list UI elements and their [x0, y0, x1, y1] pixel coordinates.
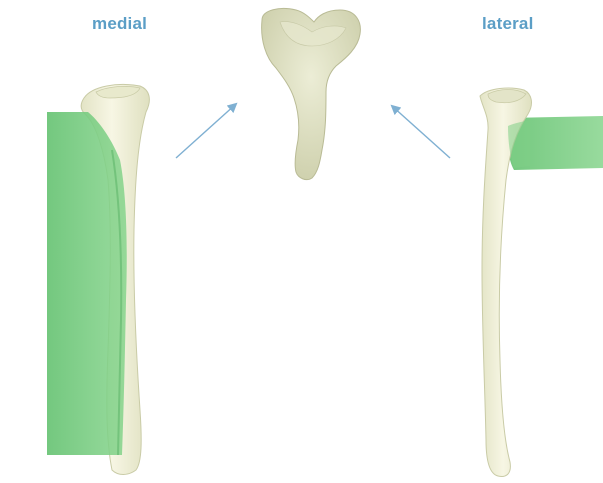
arrow-medial-to-superior	[176, 104, 236, 158]
label-lateral: lateral	[482, 14, 534, 34]
label-medial: medial	[92, 14, 147, 34]
arrow-lateral-to-superior	[392, 106, 450, 158]
superior-view	[262, 8, 361, 179]
medial-view	[47, 85, 149, 475]
lateral-view	[480, 88, 603, 476]
